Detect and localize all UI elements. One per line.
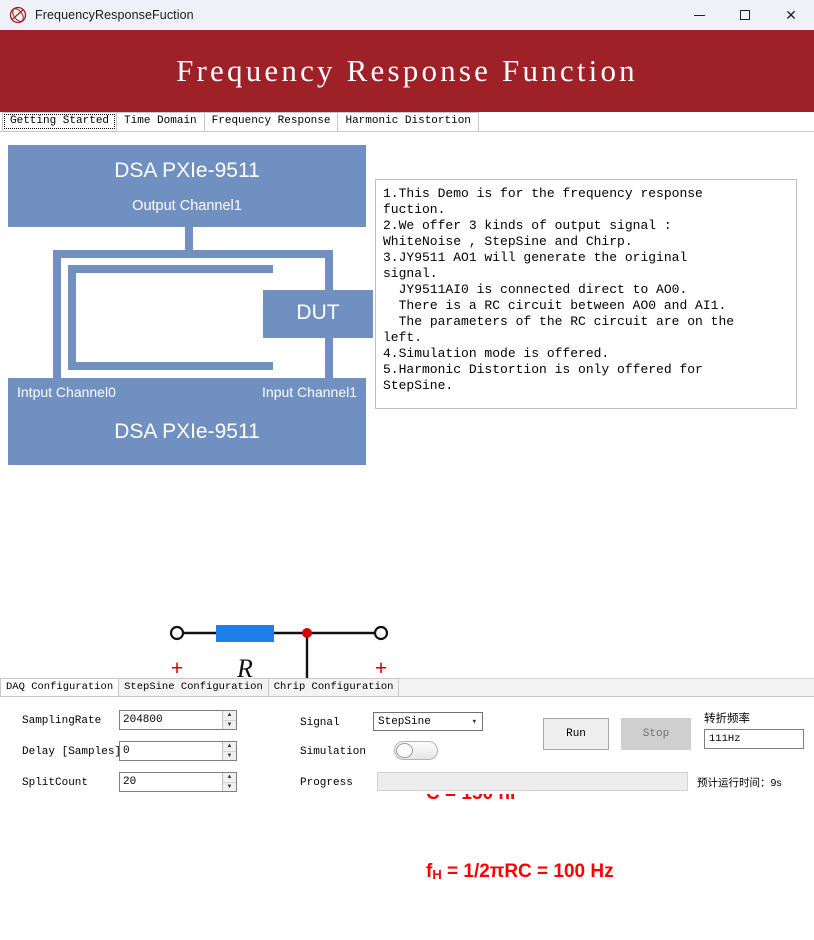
output-channel-label: Output Channel1 (132, 198, 242, 214)
delay-spin-buttons[interactable]: ▲ ▼ (222, 742, 236, 760)
sampling-rate-spin-buttons[interactable]: ▲ ▼ (222, 711, 236, 729)
wire-right-vertical-upper (325, 250, 333, 305)
sampling-rate-input[interactable] (120, 711, 222, 729)
stop-button[interactable]: Stop (621, 718, 691, 750)
spin-up-icon[interactable]: ▲ (223, 711, 236, 721)
wire-inner-bottom (68, 362, 273, 370)
spin-up-icon[interactable]: ▲ (223, 742, 236, 752)
progress-bar (377, 772, 688, 791)
wire-output-stub (185, 227, 193, 257)
simulation-label: Simulation (300, 746, 367, 758)
progress-label: Progress (300, 777, 353, 789)
top-device-label: DSA PXIe-9511 (114, 159, 260, 182)
chevron-down-icon: ▾ (471, 716, 477, 727)
close-button[interactable]: ✕ (768, 0, 814, 30)
formula-f-subscript: H (432, 867, 442, 882)
main-tabbar: Getting Started Time Domain Frequency Re… (0, 112, 814, 132)
tab-stepsine-configuration[interactable]: StepSine Configuration (118, 678, 269, 696)
delay-input[interactable] (120, 742, 222, 760)
minimize-icon (693, 14, 705, 16)
svg-text:+: + (375, 655, 388, 680)
tab-getting-started[interactable]: Getting Started (2, 112, 118, 131)
app-banner: Frequency Response Function (0, 30, 814, 112)
tab-chrip-configuration[interactable]: Chrip Configuration (267, 678, 400, 696)
sampling-rate-stepper[interactable]: ▲ ▼ (119, 710, 237, 730)
minimize-button[interactable] (676, 0, 722, 30)
split-count-stepper[interactable]: ▲ ▼ (119, 772, 237, 792)
delay-stepper[interactable]: ▲ ▼ (119, 741, 237, 761)
spin-up-icon[interactable]: ▲ (223, 773, 236, 783)
split-count-input[interactable] (120, 773, 222, 791)
config-tabbar: DAQ Configuration StepSine Configuration… (0, 678, 814, 697)
wire-horizontal-upper (53, 250, 333, 258)
split-count-spin-buttons[interactable]: ▲ ▼ (222, 773, 236, 791)
formula-f-expression: = 1/2πRC = 100 Hz (441, 861, 614, 882)
top-device-box (8, 145, 366, 227)
estimated-time-label: 预计运行时间：9s (697, 777, 782, 789)
input-channel0-label: Intput Channel0 (17, 384, 116, 400)
formula-cutoff-frequency: fH = 1/2πRC = 100 Hz (426, 859, 614, 888)
delay-label: Delay [Samples] (22, 746, 122, 758)
maximize-button[interactable] (722, 0, 768, 30)
window-controls: ✕ (676, 0, 814, 30)
spin-down-icon[interactable]: ▼ (223, 720, 236, 729)
signal-label: Signal (300, 717, 340, 729)
wire-right-vertical-lower (325, 323, 333, 378)
simulation-toggle[interactable] (394, 741, 438, 760)
run-button[interactable]: Run (543, 718, 609, 750)
page-title: Frequency Response Function (176, 53, 638, 88)
signal-selected-value: StepSine (378, 715, 431, 728)
wire-left-vertical (53, 250, 61, 378)
split-count-label: SplitCount (22, 777, 89, 789)
main-content: DSA PXIe-9511 Output Channel1 DUT Intput… (0, 132, 814, 882)
bottom-device-box (8, 378, 366, 465)
signal-select[interactable]: StepSine ▾ (373, 712, 483, 731)
window-title: FrequencyResponseFuction (35, 8, 194, 22)
spin-down-icon[interactable]: ▼ (223, 751, 236, 760)
dut-label: DUT (296, 301, 340, 324)
svg-text:R: R (236, 654, 253, 683)
tab-daq-configuration[interactable]: DAQ Configuration (0, 678, 120, 696)
corner-frequency-value: 111Hz (704, 729, 804, 749)
tab-frequency-response[interactable]: Frequency Response (203, 112, 339, 131)
app-logo-icon (9, 6, 27, 24)
configuration-panel: DAQ Configuration StepSine Configuration… (0, 678, 814, 794)
wire-inner-left (68, 265, 76, 370)
toggle-knob (396, 743, 413, 758)
tab-time-domain[interactable]: Time Domain (116, 112, 205, 131)
close-icon: ✕ (785, 7, 797, 23)
corner-frequency-label: 转折频率 (704, 713, 750, 725)
dut-box (263, 290, 373, 338)
instructions-panel: 1.This Demo is for the frequency respons… (375, 179, 797, 409)
sampling-rate-label: SamplingRate (22, 715, 102, 727)
maximize-icon (740, 10, 750, 20)
input-channel1-label: Input Channel1 (262, 384, 357, 400)
window-titlebar: FrequencyResponseFuction ✕ (0, 0, 814, 30)
instructions-text: 1.This Demo is for the frequency respons… (383, 186, 735, 393)
tab-harmonic-distortion[interactable]: Harmonic Distortion (337, 112, 479, 131)
wire-inner-top (68, 265, 273, 273)
bottom-device-label: DSA PXIe-9511 (114, 420, 260, 443)
spin-down-icon[interactable]: ▼ (223, 782, 236, 791)
system-block-diagram: DSA PXIe-9511 Output Channel1 DUT Intput… (8, 145, 373, 465)
svg-text:+: + (171, 655, 184, 680)
